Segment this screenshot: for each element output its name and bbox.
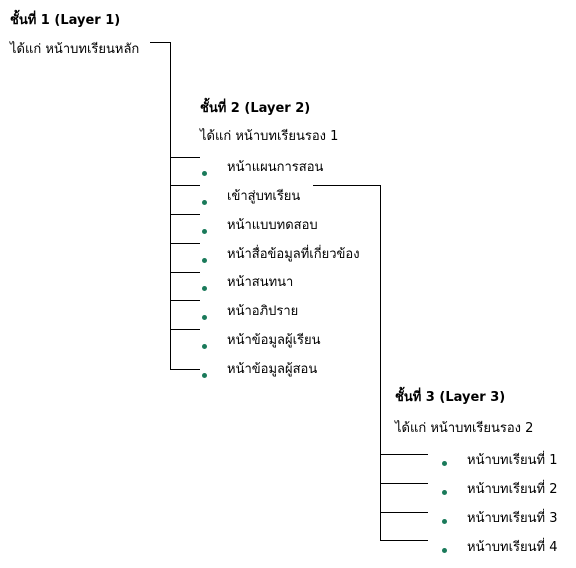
list-item: หน้าบทเรียนที่ 1 <box>467 453 558 468</box>
branch-line <box>170 185 200 186</box>
branch-line <box>170 214 200 215</box>
branch-line <box>170 329 200 330</box>
bullet-icon <box>202 373 207 378</box>
list-item: หน้าบทเรียนที่ 3 <box>467 511 558 526</box>
list-item: หน้าข้อมูลผู้สอน <box>227 362 318 377</box>
bullet-icon <box>202 229 207 234</box>
connector-layer1-vertical <box>170 42 171 370</box>
connector-layer2-vertical <box>380 185 381 541</box>
bullet-icon <box>202 286 207 291</box>
branch-line <box>380 454 428 455</box>
connector-layer2-horizontal <box>313 185 380 186</box>
list-item: หน้าอภิปราย <box>227 304 299 319</box>
list-item: หน้าสื่อข้อมูลที่เกี่ยวข้อง <box>227 247 360 262</box>
bullet-icon <box>202 258 207 263</box>
branch-line <box>170 157 200 158</box>
layer1-subtitle: ได้แก่ หน้าบทเรียนหลัก <box>10 42 140 57</box>
layer3-title: ชั้นที่ 3 (Layer 3) <box>395 390 506 405</box>
list-item: หน้าข้อมูลผู้เรียน <box>227 333 321 348</box>
list-item: หน้าแบบทดสอบ <box>227 218 318 233</box>
bullet-icon <box>442 548 447 553</box>
list-item: หน้าสนทนา <box>227 275 294 290</box>
layer2-subtitle: ได้แก่ หน้าบทเรียนรอง 1 <box>200 129 339 144</box>
bullet-icon <box>442 490 447 495</box>
bullet-icon <box>442 461 447 466</box>
bullet-icon <box>442 519 447 524</box>
layer1-title: ชั้นที่ 1 (Layer 1) <box>10 13 121 28</box>
bullet-icon <box>202 315 207 320</box>
branch-line <box>170 300 200 301</box>
branch-line <box>380 483 428 484</box>
bullet-icon <box>202 344 207 349</box>
bullet-icon <box>202 200 207 205</box>
list-item: หน้าบทเรียนที่ 4 <box>467 540 558 555</box>
layer3-subtitle: ได้แก่ หน้าบทเรียนรอง 2 <box>395 421 534 436</box>
list-item: หน้าแผนการสอน <box>227 160 324 175</box>
branch-line <box>380 512 428 513</box>
layer2-title: ชั้นที่ 2 (Layer 2) <box>200 101 311 116</box>
list-item: หน้าบทเรียนที่ 2 <box>467 482 558 497</box>
branch-line <box>380 540 428 541</box>
branch-line <box>170 369 200 370</box>
branch-line <box>170 272 200 273</box>
connector-layer1-horizontal <box>150 42 170 43</box>
bullet-icon <box>202 171 207 176</box>
branch-line <box>170 243 200 244</box>
list-item: เข้าสู่บทเรียน <box>227 189 301 204</box>
